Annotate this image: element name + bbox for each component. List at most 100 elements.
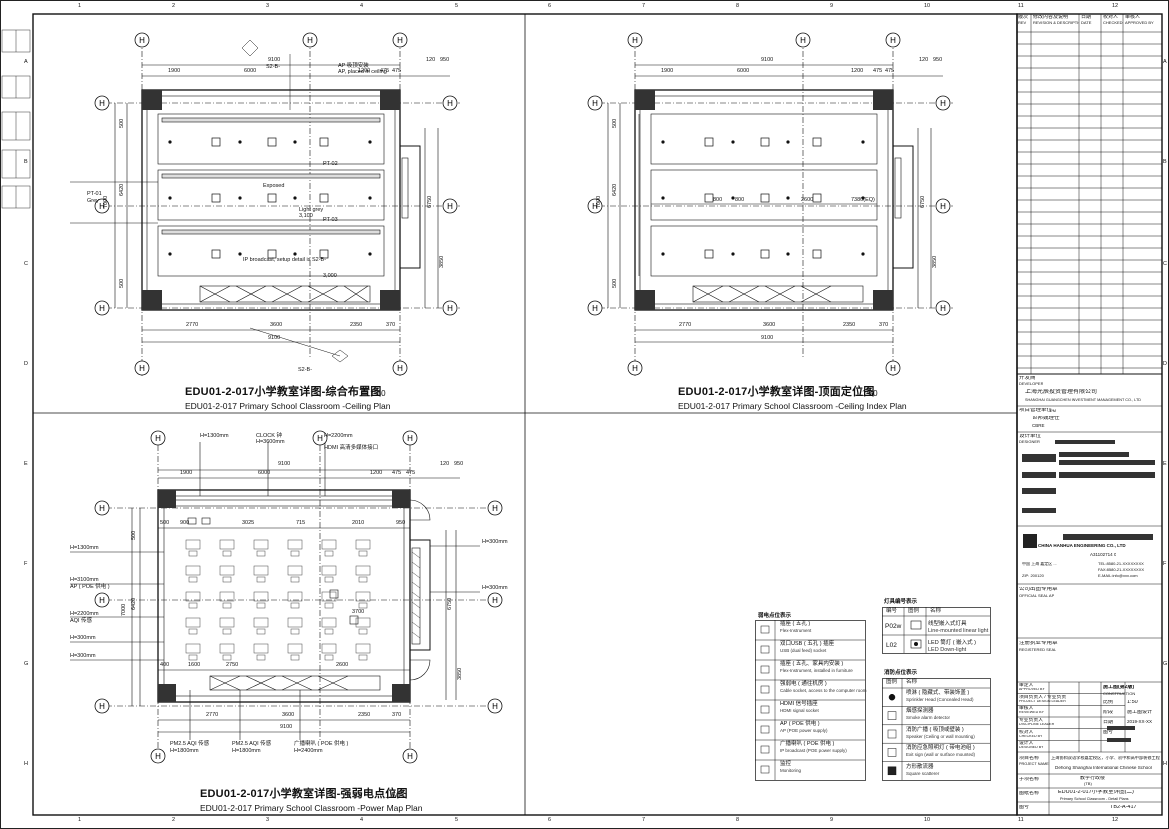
dimension-label: 6000 xyxy=(737,68,750,74)
border-column-number: 9 xyxy=(830,817,834,823)
grid-bubble: H xyxy=(587,300,603,316)
border-row-letter: C xyxy=(24,261,28,267)
dimension-label: 6420 xyxy=(119,183,125,196)
grid-bubble: H xyxy=(94,592,110,608)
student-chair xyxy=(290,576,300,583)
weak-legend-label-en: USB (dual feed) socket xyxy=(780,648,827,653)
grid-bubble-label: H xyxy=(940,99,946,108)
grid-bubble: H xyxy=(134,32,150,48)
grid-bubble: H xyxy=(94,95,110,111)
grid-bubble: H xyxy=(134,360,150,376)
drawing-name: EDU01-2-017小学教室详图(二) xyxy=(1058,790,1134,795)
signoff-label: 项目负责人 / 专业负责 xyxy=(1019,694,1067,700)
weak-legend-label-en: Cable socket, access to the computer roo… xyxy=(780,688,867,693)
fire-legend-symbol xyxy=(887,711,897,720)
grid-bubble: H xyxy=(442,300,458,316)
ceiling-plan-annotation: AP 吸顶安装 xyxy=(338,63,369,69)
fire-legend-symbol xyxy=(887,729,897,739)
weak-power-legend-table xyxy=(755,620,866,781)
student-chair xyxy=(358,576,368,583)
power-callout: AP ( POE 供电 ) xyxy=(70,584,110,590)
firm-cert: A31102714 0 xyxy=(1090,553,1117,557)
student-desk xyxy=(185,565,201,576)
dimension-label: 9100 xyxy=(280,724,293,730)
border-column-number: 2 xyxy=(172,817,176,823)
grid-bubble-label: H xyxy=(890,36,896,45)
signoff-label-en: CHECKED BY xyxy=(1019,734,1043,738)
ceiling-plan-annotation: S2-B- xyxy=(298,367,313,373)
border-row-letter: B xyxy=(24,159,28,165)
dimension-label: 7000 xyxy=(103,195,109,208)
power-map-plan-scale: 1:50 xyxy=(385,791,401,800)
signoff-label: 专业负责人 xyxy=(1019,718,1043,723)
dimension-label: 2750 xyxy=(226,662,239,668)
light-legend-table xyxy=(882,607,991,654)
student-chair xyxy=(188,602,198,609)
grid-bubble-label: H xyxy=(632,364,638,373)
grid-bubble-label: H xyxy=(99,504,105,513)
light-legend-header-name: 名称 xyxy=(930,608,942,614)
grid-bubble-label: H xyxy=(139,36,145,45)
student-desk xyxy=(355,617,371,628)
weak-legend-label: 插座 ( 五孔、家具内安装 ) xyxy=(780,661,844,667)
dimension-label: 3600 xyxy=(763,322,776,328)
ceiling-plan-annotation: PT-02 xyxy=(323,161,338,167)
rev-header-desc-en: REVISION & DESCRIPTION xyxy=(1033,21,1079,25)
grid-bubble-label: H xyxy=(940,304,946,313)
power-callout: H=300mm xyxy=(70,653,96,659)
border-column-number: 5 xyxy=(455,817,459,823)
dimension-label: 715 xyxy=(296,520,306,526)
border-column-number: 12 xyxy=(1112,817,1119,823)
grid-bubble: H xyxy=(627,360,643,376)
grid-bubble: H xyxy=(94,300,110,316)
fire-legend-symbol xyxy=(888,693,896,701)
dimension-label: 6000 xyxy=(258,470,271,476)
student-chair xyxy=(188,550,198,557)
student-chair xyxy=(256,576,266,583)
power-callout: H=300mm xyxy=(482,585,508,591)
date-label: 日期 xyxy=(1103,720,1114,725)
dimension-label: 1900 xyxy=(661,68,674,74)
dimension-label: 1200 xyxy=(370,470,383,476)
fire-legend-label-en: Speaker (Ceiling or wall mounting) xyxy=(906,733,975,739)
grid-bubble: H xyxy=(587,198,603,214)
subproject-label: 子项名称 xyxy=(1019,777,1040,782)
fire-legend-symbol xyxy=(887,748,897,757)
power-callout: H=3100mm xyxy=(70,577,99,583)
dimension-label: 2770 xyxy=(206,712,219,718)
grid-bubble-label: H xyxy=(317,434,323,443)
power-callout: H=2200mm xyxy=(324,433,353,439)
dimension-label: 2770 xyxy=(186,322,199,328)
dimension-label: 3700 xyxy=(352,609,365,615)
ceiling-plan-annotation: Light grey xyxy=(299,207,324,213)
border-column-number: 12 xyxy=(1112,3,1119,9)
dimension-label: 7000 xyxy=(121,603,127,616)
dimension-label: 1900 xyxy=(168,68,181,74)
grid-bubble-label: H xyxy=(99,702,105,711)
signoff-label: 设计人 xyxy=(1019,741,1034,747)
dimension-label: 2600 xyxy=(801,197,814,203)
legend-symbol xyxy=(760,665,770,674)
grid-bubble: H xyxy=(94,500,110,516)
dimension-label: 120 xyxy=(919,57,929,63)
border-row-letter: A xyxy=(24,59,28,65)
power-callout: PM2.5 AQI 传感 xyxy=(232,741,272,747)
rev-header-checked: 校对人 xyxy=(1103,15,1119,20)
ceiling-plan-annotation: 3,100 xyxy=(299,213,313,219)
border-column-number: 6 xyxy=(548,3,552,9)
subproject-name: 教学行政楼 xyxy=(1080,776,1106,781)
grid-bubble-label: H xyxy=(99,202,105,211)
weak-legend-label: 广播喇叭 ( POE 供电 ) xyxy=(780,741,835,747)
power-callout: H=300mm xyxy=(482,539,508,545)
student-desk xyxy=(321,565,337,576)
student-chair xyxy=(222,654,232,661)
legend-symbol xyxy=(760,725,770,734)
ceiling-plan-scale: 1:50 xyxy=(370,389,386,398)
legend-symbol xyxy=(760,765,770,774)
border-row-letter: E xyxy=(1163,461,1167,467)
power-callout: H=2200mm xyxy=(70,611,99,617)
border-column-number: 7 xyxy=(642,3,646,9)
dimension-label: 2350 xyxy=(358,712,371,718)
border-row-letter: G xyxy=(1163,661,1168,667)
grid-bubble: H xyxy=(795,32,811,48)
